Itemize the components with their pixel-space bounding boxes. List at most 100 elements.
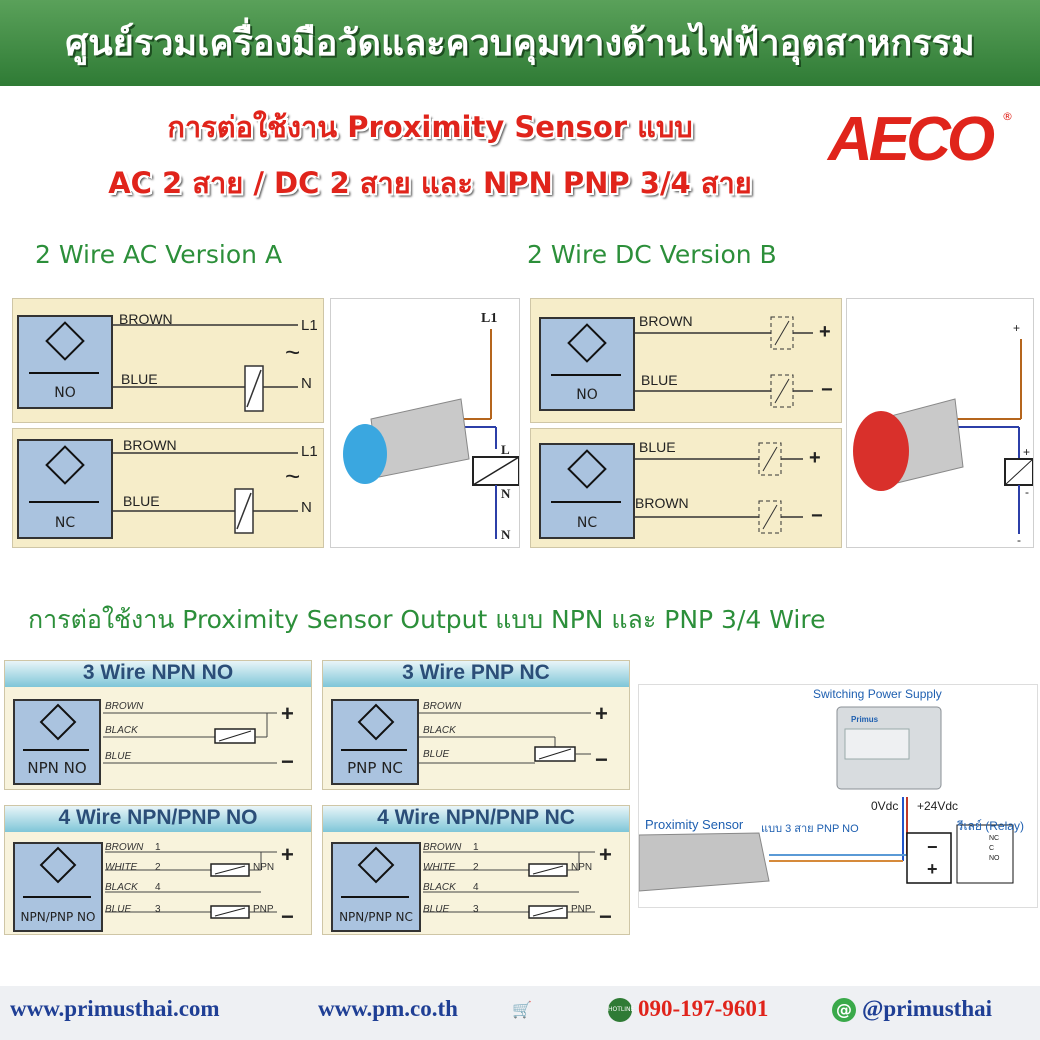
panel-title: 3 Wire PNP NC [323, 661, 629, 687]
panel-title: 4 Wire NPN/PNP NO [5, 806, 311, 832]
wire-num-3: 3 [155, 904, 161, 915]
psu-label: Switching Power Supply [813, 687, 942, 701]
headline-line1: การต่อใช้งาน Proximity Sensor แบบ [167, 110, 693, 144]
contact-label: NPN/PNP NC [339, 910, 413, 924]
pnp-nc-3wire-panel: 3 Wire PNP NC PNP NC BROWN BLACK BLUE + … [322, 660, 630, 790]
photo-label-n2: N [501, 527, 511, 542]
wire-brown: BROWN [423, 842, 462, 853]
terminal-l1: L1 [301, 317, 318, 334]
contact-label: NPN/PNP NO [20, 910, 96, 924]
wire-num-1: 1 [473, 842, 479, 853]
ac-photo-drawing [343, 329, 519, 539]
npn-pnp-nc-wiring [423, 851, 595, 919]
phone-number[interactable]: 090-197-9601 [638, 996, 769, 1021]
photo-plus-relay: + [1023, 445, 1031, 459]
photo-minus-relay: - [1025, 485, 1029, 499]
relay-c: C [989, 845, 995, 852]
npn-no-3wire-panel: 3 Wire NPN NO NPN NO BROWN BLACK BLUE + … [4, 660, 312, 790]
proximity-diamond-icon [357, 846, 395, 884]
ac-supply-icon: ~ [285, 461, 301, 491]
wire-num-1: 1 [155, 842, 161, 853]
cart-icon: 🛒 [512, 1000, 532, 1019]
relay-nc: NC [989, 835, 1000, 842]
sensor-symbol: NO [539, 317, 635, 411]
pnp-label: PNP [571, 904, 592, 915]
plus24-vdc-label: +24Vdc [917, 799, 959, 813]
wire-label-top: BLUE [639, 439, 676, 455]
photo-label-n1: N [501, 486, 511, 501]
dc-nc-diagram: NC BLUE BROWN + − [530, 428, 842, 548]
wire-black: BLACK [105, 882, 138, 893]
wire-black: BLACK [423, 725, 456, 736]
wire-black: BLACK [105, 725, 138, 736]
website-pmcoth[interactable]: www.pm.co.th [318, 996, 458, 1021]
psu-brand: Primus [851, 715, 879, 724]
ac-no-wiring [111, 324, 298, 412]
ac-section-title: 2 Wire AC Version A [35, 240, 283, 269]
switch-contact-icon [29, 372, 99, 374]
contact-label: NC [54, 515, 76, 531]
wire-label-top: BROWN [123, 437, 177, 453]
wire-blue: BLUE [423, 904, 450, 915]
terminal-minus: − [599, 904, 612, 929]
terminal-minus: − [811, 505, 823, 527]
wire-brown: BROWN [423, 701, 462, 712]
terminal-plus: + [599, 842, 612, 867]
terminal-n: N [301, 375, 312, 392]
dc-no-wiring [629, 316, 813, 408]
proximity-diamond-icon [357, 703, 395, 741]
photo-plus-top: + [1013, 321, 1021, 335]
dc-photo-drawing [853, 339, 1033, 534]
footer-bar [0, 986, 1040, 1040]
wire-num-3: 3 [473, 904, 479, 915]
wire-label-bottom: BROWN [635, 495, 689, 511]
terminal-minus: − [281, 749, 294, 774]
wire-blue: BLUE [423, 749, 450, 760]
terminal-minus: − [595, 747, 608, 772]
wire-label-bottom: BLUE [641, 372, 678, 388]
ac-nc-wiring [111, 452, 298, 534]
line-icon: @ [832, 998, 856, 1022]
ac-nc-diagram: NC BROWN BLUE L1 ~ N [12, 428, 324, 548]
sensor-symbol: NO [17, 315, 113, 409]
output-section-title: การต่อใช้งาน Proximity Sensor Output แบบ… [28, 605, 826, 634]
zero-vdc-label: 0Vdc [871, 799, 899, 813]
wire-label-bottom: BLUE [123, 493, 160, 509]
contact-label: NO [576, 387, 598, 403]
registered-mark: ® [1002, 110, 1013, 123]
terminal-minus: − [281, 904, 294, 929]
proximity-diamond-icon [567, 323, 607, 363]
npn-no-wiring [103, 712, 277, 764]
ac-no-diagram: NO BROWN BLUE L1 ~ N [12, 298, 324, 423]
proximity-diamond-icon [39, 703, 77, 741]
switch-contact-icon [341, 896, 409, 898]
terminal-plus: + [819, 321, 831, 343]
headline-line2: AC 2 สาย / DC 2 สาย และ NPN PNP 3/4 สาย [108, 166, 752, 200]
wire-num-4: 4 [155, 882, 161, 893]
photo-minus-bottom: - [1017, 533, 1021, 547]
sensor-symbol: NPN/PNP NO [13, 842, 103, 932]
npn-pnp-nc-4wire-panel: 4 Wire NPN/PNP NC NPN/PNP NC BROWN WHITE… [322, 805, 630, 935]
sensor-symbol: PNP NC [331, 699, 419, 785]
switch-contact-icon [29, 501, 99, 503]
photo-label-l: L [501, 442, 510, 457]
panel-title: 3 Wire NPN NO [5, 661, 311, 687]
website-primusthai[interactable]: www.primusthai.com [10, 996, 220, 1021]
npn-pnp-no-4wire-panel: 4 Wire NPN/PNP NO NPN/PNP NO BROWN WHITE… [4, 805, 312, 935]
dc-sensor-photo: + + - - [846, 298, 1034, 548]
wire-label-top: BROWN [639, 313, 693, 329]
dc-no-diagram: NO BROWN BLUE + − [530, 298, 842, 423]
social-handle[interactable]: @primusthai [862, 996, 993, 1021]
hotline-icon: HOTLINE [608, 998, 634, 1022]
terminal-plus: + [809, 447, 821, 469]
wire-label-top: BROWN [119, 311, 173, 327]
switch-contact-icon [551, 501, 621, 503]
sensor-type-label: แบบ 3 สาย PNP NO [761, 823, 859, 835]
terminal-plus: + [281, 701, 294, 726]
npn-label: NPN [571, 862, 593, 873]
ac-sensor-photo: L1 L N N [330, 298, 520, 548]
banner-title: ศูนย์รวมเครื่องมือวัดและควบคุมทางด้านไฟฟ… [65, 23, 975, 64]
dc-nc-wiring [629, 442, 803, 534]
pnp-nc-wiring [419, 712, 591, 764]
wire-blue: BLUE [105, 904, 132, 915]
